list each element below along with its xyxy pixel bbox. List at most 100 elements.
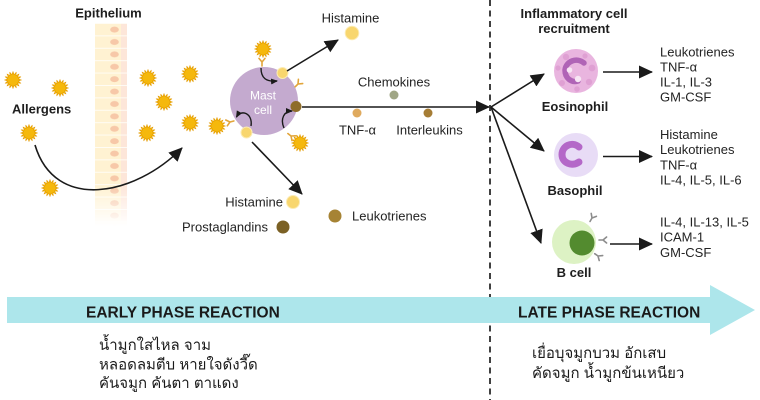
allergen-icon: [254, 40, 272, 58]
degranulation-arrow-left: [235, 110, 252, 127]
ige-antibody-icon: [224, 117, 236, 127]
mediator-item: GM-CSF: [660, 245, 711, 260]
granule: [585, 78, 593, 86]
b-cell-mediator-list: IL-4, IL-13, IL-5 ICAM-1 GM-CSF: [660, 215, 749, 261]
mediator-dot-tnf-alpha: [352, 108, 362, 118]
late-phase-title: LATE PHASE REACTION: [518, 305, 700, 322]
mediator-item: IL-4, IL-5, IL-6: [660, 173, 742, 188]
eosinophil: [554, 49, 598, 93]
eosinophil-nucleus: [562, 57, 587, 85]
b-cell-receptor-icon: [586, 212, 598, 224]
histamine-granule: [276, 67, 289, 79]
mast-cell-label-line-2: cell: [254, 103, 272, 117]
mediator-dot-histamine-lower: [286, 195, 300, 209]
mediator-dot-leukotrienes: [328, 209, 342, 223]
mediator-label-chemokines: Chemokines: [358, 75, 431, 90]
mediator-label-leukotrienes: Leukotrienes: [352, 209, 427, 224]
mast-cell: Mast cell: [224, 57, 304, 142]
epithelium-layer: [95, 23, 127, 226]
basophil-label: Basophil: [548, 183, 603, 198]
basophil-mediator-list: Histamine Leukotrienes TNF-α IL-4, IL-5,…: [660, 127, 742, 188]
timeline-arrow: [7, 285, 755, 335]
recruitment-title-line-1: Inflammatory cell: [521, 6, 628, 21]
nucleus-lobe: [574, 75, 582, 83]
allergen-icon: [20, 124, 38, 142]
mediator-item: Histamine: [660, 127, 718, 142]
symptom-line: หลอดลมตีบ หายใจดังวี๊ด: [99, 354, 258, 374]
allergen-icon: [181, 65, 199, 83]
mediator-label-prostaglandins: Prostaglandins: [182, 220, 268, 235]
degranulation-arrow-top: [260, 67, 278, 85]
mediator-item: TNF-α: [660, 158, 698, 173]
allergen-icon: [155, 93, 173, 111]
b-cell-receptor-icon: [592, 250, 604, 262]
lower-mediators: Histamine Prostaglandins Leukotrienes: [182, 195, 427, 235]
epithelium-label: Epithelium: [75, 6, 141, 21]
arrow-to-eosinophil: [490, 73, 545, 108]
mast-cell-body: [230, 67, 298, 135]
mediator-item: TNF-α: [660, 60, 698, 75]
allergen-icon: [181, 114, 199, 132]
early-phase-symptoms: น้ำมูกใสไหล จาม หลอดลมตีบ หายใจดังวี๊ด ค…: [99, 334, 258, 392]
mediator-dot-interleukins: [423, 108, 433, 118]
mediator-item: GM-CSF: [660, 90, 711, 105]
arrow-to-upper-histamine: [286, 39, 339, 72]
granule: [562, 53, 570, 61]
symptom-line: น้ำมูกใสไหล จาม: [99, 334, 211, 354]
granule: [559, 80, 565, 86]
arrow-to-basophil: [490, 106, 545, 152]
ige-antibody-icon: [258, 57, 266, 67]
histamine-granule: [240, 126, 253, 139]
b-cell: [552, 212, 608, 264]
mast-cell-label-line-1: Mast: [250, 89, 277, 103]
mediator-dot-prostaglandins: [276, 220, 290, 234]
allergen-icon: [51, 79, 69, 97]
allergens-label: Allergens: [12, 102, 71, 117]
ige-antibody-icon: [285, 130, 297, 142]
mediator-label-histamine-upper: Histamine: [322, 11, 380, 26]
mediator-item: IL-1, IL-3: [660, 75, 712, 90]
mediator-item: Leukotrienes: [660, 142, 735, 157]
eosinophil-label: Eosinophil: [542, 99, 608, 114]
recruitment-title-line-2: recruitment: [538, 21, 610, 36]
granule: [574, 86, 580, 92]
late-phase-symptoms: เยื่อบุจมูกบวม อักเสบ คัดจมูก น้ำมูกข้นเ…: [532, 342, 684, 382]
lateral-mediators: Chemokines TNF-α Interleukins: [339, 75, 463, 138]
mediator-dot-chemokines: [389, 90, 399, 100]
allergen-icon: [138, 124, 156, 142]
allergen-icon: [291, 134, 309, 152]
leukotriene-granule: [290, 101, 302, 112]
granule: [588, 64, 596, 72]
arrow-to-lower-mediators: [251, 141, 303, 195]
basophil-nucleus: [558, 140, 583, 168]
mediator-item: Leukotrienes: [660, 45, 735, 60]
symptom-line: คันจมูก คันตา ตาแดง: [99, 375, 239, 392]
mediator-item: IL-4, IL-13, IL-5: [660, 215, 749, 230]
b-cell-nucleus: [569, 230, 595, 256]
granule: [555, 65, 561, 71]
mediator-dot-histamine-upper: [344, 25, 360, 41]
allergen-icon: [4, 71, 22, 89]
early-phase-title: EARLY PHASE REACTION: [86, 305, 280, 322]
eosinophil-granules: [555, 53, 596, 92]
degranulation-arrow-right: [281, 108, 293, 129]
mediator-item: ICAM-1: [660, 230, 704, 245]
symptom-line: เยื่อบุจมูกบวม อักเสบ: [532, 342, 666, 363]
symptom-line: คัดจมูก น้ำมูกข้นเหนียว: [532, 362, 684, 382]
b-cell-receptor-icon: [598, 236, 608, 244]
upper-mediator: Histamine: [322, 11, 380, 41]
allergen-icon: [208, 117, 226, 135]
basophil: [554, 133, 598, 177]
allergen-icon: [139, 69, 157, 87]
mediator-label-histamine-lower: Histamine: [225, 195, 283, 210]
arrow-to-b-cell: [490, 106, 543, 244]
nucleus-lobe: [566, 67, 573, 73]
allergen-icon: [41, 179, 59, 197]
eosinophil-mediator-list: Leukotrienes TNF-α IL-1, IL-3 GM-CSF: [660, 45, 735, 105]
b-cell-label: B cell: [557, 265, 592, 280]
mediator-label-tnf-alpha: TNF-α: [339, 123, 377, 138]
mediator-label-interleukins: Interleukins: [396, 123, 463, 138]
granule: [582, 53, 588, 59]
allergen-penetration-arrow: [34, 144, 183, 191]
